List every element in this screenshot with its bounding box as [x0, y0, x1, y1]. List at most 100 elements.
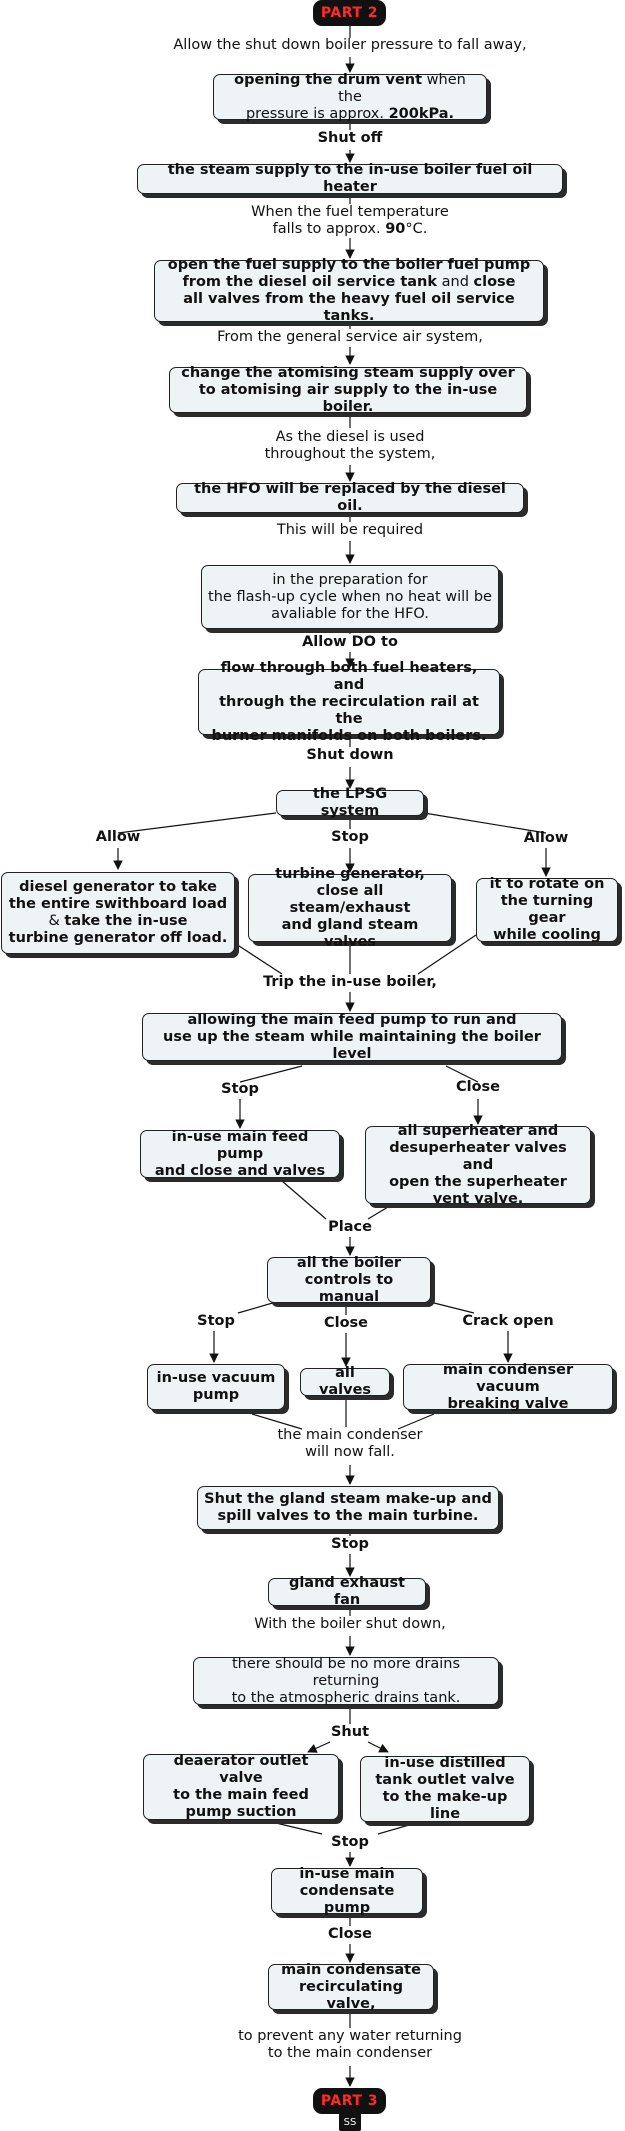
- step-flash-up-preparation: in the preparation for the flash-up cycl…: [201, 565, 499, 629]
- label-crack-open: Crack open: [458, 1313, 558, 1333]
- step-atomising-air-text: change the atomising steam supply over t…: [176, 365, 520, 416]
- label-close-valves-text: Close: [324, 1315, 368, 1331]
- label-boiler-pressure: Allow the shut down boiler pressure to f…: [140, 37, 560, 57]
- text-segment: When the fuel temperature falls to appro…: [251, 204, 449, 237]
- logo-icon: SS: [339, 2113, 361, 2131]
- step-drum-vent-text: opening the drum vent when the pressure …: [220, 72, 480, 123]
- label-main-condenser: the main condenser will now fall.: [230, 1427, 470, 1465]
- step-recirculating-valve: main condensate recirculating valve,: [268, 1961, 434, 2012]
- step-no-drains: there should be no more drains returning…: [193, 1656, 499, 1706]
- step-distilled-tank-valve-text: in-use distilled tank outlet valve to th…: [367, 1755, 523, 1823]
- text-segment: in-use vacuum pump: [156, 1370, 276, 1403]
- step-hfo-replaced: the HFO will be replaced by the diesel o…: [176, 481, 524, 515]
- text-segment: Shut: [330, 1724, 370, 1740]
- label-stop-condensate-text: Stop: [331, 1834, 369, 1850]
- step-deaerator-outlet-valve-text: deaerator outlet valve to the main feed …: [150, 1753, 332, 1821]
- step-main-feed-pump-run: allowing the main feed pump to run and u…: [142, 1012, 562, 1063]
- step-steam-supply-fuel-heater: the steam supply to the in-use boiler fu…: [137, 162, 563, 196]
- label-stop-gland: Stop: [310, 1536, 390, 1556]
- part-2-badge: PART 2: [313, 0, 386, 26]
- step-turbine-generator-text: turbine generator, close all steam/exhau…: [255, 866, 445, 951]
- label-stop-vacuum: Stop: [188, 1313, 244, 1333]
- text-segment: Stop: [331, 1834, 369, 1850]
- step-condensate-pump-text: in-use main condensate pump: [278, 1866, 416, 1917]
- text-segment: Allow DO to: [302, 634, 398, 650]
- label-diesel-used: As the diesel is used throughout the sys…: [220, 429, 480, 465]
- text-segment: From the general service air system,: [217, 329, 483, 345]
- step-vacuum-breaking-valve-text: main condenser vacuum breaking valve: [410, 1362, 606, 1413]
- label-stop-gland-text: Stop: [331, 1536, 369, 1552]
- label-required-text: This will be required: [277, 522, 423, 538]
- label-allow-right-text: Allow: [524, 830, 569, 846]
- step-lpsg-system-text: the LPSG system: [283, 786, 417, 820]
- text-segment: all superheater and desuperheater valves…: [389, 1122, 567, 1207]
- text-segment: Stop: [221, 1081, 259, 1097]
- label-general-service-air: From the general service air system,: [180, 329, 520, 349]
- step-flash-up-preparation-text: in the preparation for the flash-up cycl…: [208, 572, 492, 623]
- text-segment: As the diesel is used throughout the sys…: [264, 429, 436, 462]
- step-steam-supply-fuel-heater-text: the steam supply to the in-use boiler fu…: [144, 162, 556, 196]
- label-fuel-temperature: When the fuel temperature falls to appro…: [220, 204, 480, 240]
- text-segment: Allow the shut down boiler pressure to f…: [173, 37, 527, 53]
- label-close-recirc-text: Close: [328, 1926, 372, 1942]
- step-diesel-generator: diesel generator to take the entire swit…: [1, 872, 235, 954]
- text-segment: This will be required: [276, 522, 424, 538]
- step-hfo-replaced-text: the HFO will be replaced by the diesel o…: [183, 481, 517, 515]
- text-segment: main condenser vacuum breaking valve: [442, 1361, 574, 1412]
- text-segment: Stop: [331, 829, 369, 845]
- text-segment: &: [48, 913, 65, 929]
- step-boiler-controls-manual-text: all the boiler controls to manual: [274, 1255, 424, 1306]
- text-segment: in the preparation for the flash-up cycl…: [208, 571, 492, 622]
- step-main-feed-pump-run-text: allowing the main feed pump to run and u…: [149, 1012, 555, 1063]
- label-allow-left-text: Allow: [96, 829, 141, 845]
- part-3-badge: PART 3: [313, 2088, 386, 2114]
- step-vacuum-breaking-valve: main condenser vacuum breaking valve: [403, 1362, 613, 1413]
- step-gland-steam-valves: Shut the gland steam make-up and spill v…: [197, 1486, 499, 1530]
- text-segment: in-use main condensate pump: [299, 1865, 395, 1916]
- text-segment: Shut off: [317, 130, 383, 146]
- label-boiler-pressure-text: Allow the shut down boiler pressure to f…: [173, 37, 526, 53]
- label-allow-do-text: Allow DO to: [302, 634, 398, 650]
- text-segment: all the boiler controls to manual: [296, 1254, 402, 1305]
- label-shut: Shut: [310, 1724, 390, 1744]
- text-segment: turbine generator, close all steam/exhau…: [275, 865, 425, 950]
- label-stop-vacuum-text: Stop: [197, 1313, 235, 1329]
- label-place: Place: [300, 1219, 400, 1239]
- label-diesel-used-text: As the diesel is used throughout the sys…: [265, 429, 436, 462]
- text-segment: Shut the gland steam make-up and spill v…: [204, 1491, 492, 1524]
- text-segment: take the in-use turbine generator off lo…: [8, 913, 228, 946]
- step-turning-gear-text: it to rotate on the turning gear while c…: [483, 876, 611, 944]
- step-all-valves: all valves: [300, 1365, 390, 1398]
- label-stop-middle-text: Stop: [331, 829, 369, 845]
- step-turning-gear: it to rotate on the turning gear while c…: [476, 876, 618, 944]
- text-segment: Close: [455, 1079, 501, 1095]
- text-segment: main condensate recirculating valve,: [281, 1961, 421, 2012]
- text-segment: gland exhaust fan: [288, 1575, 406, 1608]
- text-segment: Place: [328, 1219, 372, 1235]
- step-drum-vent: opening the drum vent when the pressure …: [213, 72, 487, 123]
- step-atomising-air: change the atomising steam supply over t…: [169, 365, 527, 416]
- label-allow-right: Allow: [506, 830, 586, 850]
- text-segment: Close: [323, 1315, 369, 1331]
- text-segment: 200kPa.: [388, 105, 455, 122]
- text-segment: the LPSG system: [312, 786, 388, 819]
- text-segment: Close: [327, 1926, 373, 1942]
- label-shut-down: Shut down: [280, 747, 420, 767]
- step-distilled-tank-valve: in-use distilled tank outlet valve to th…: [360, 1755, 530, 1823]
- text-segment: Trip the in-use boiler,: [263, 974, 437, 990]
- label-allow-do: Allow DO to: [270, 634, 430, 654]
- label-stop-condensate: Stop: [310, 1834, 390, 1854]
- label-shut-off-text: Shut off: [318, 130, 383, 146]
- step-turbine-generator: turbine generator, close all steam/exhau…: [248, 866, 452, 950]
- step-stop-feed-pump-text: in-use main feed pump and close and valv…: [147, 1129, 333, 1180]
- step-gland-exhaust-fan: gland exhaust fan: [268, 1575, 426, 1608]
- text-segment: to prevent any water returning to the ma…: [238, 2028, 462, 2061]
- label-required: This will be required: [220, 522, 480, 542]
- label-boiler-shut-down: With the boiler shut down,: [200, 1616, 500, 1636]
- step-diesel-generator-text: diesel generator to take the entire swit…: [9, 879, 228, 947]
- label-stop-feed: Stop: [200, 1081, 280, 1101]
- step-close-superheater-valves-text: all superheater and desuperheater valves…: [372, 1123, 584, 1208]
- text-segment: Crack open: [462, 1313, 554, 1329]
